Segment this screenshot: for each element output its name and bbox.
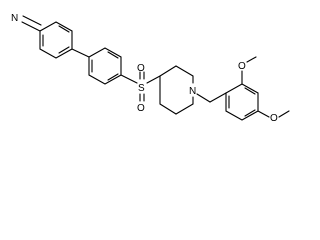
dimethoxyphenyl-ring xyxy=(225,83,259,121)
sulfonyl-group xyxy=(120,71,161,102)
nitrile-n-text: N xyxy=(11,13,18,24)
benzene-ring-upper xyxy=(39,21,73,59)
atom-label-methoxy-o-top: O xyxy=(238,61,246,72)
sulfonyl-o-top-text: O xyxy=(137,63,145,74)
piperidine-ring xyxy=(159,65,194,115)
piperidine-n-text: N xyxy=(189,86,196,97)
benzyl-linker xyxy=(196,92,227,103)
atom-label-sulfonyl-o-bottom: O xyxy=(137,103,145,114)
benzene-ring-lower xyxy=(88,47,122,85)
atom-label-nitrile-n: N xyxy=(11,13,18,24)
atom-label-piperidine-n: N xyxy=(189,86,196,97)
methoxy-top xyxy=(241,56,257,85)
methoxy-o-top-text: O xyxy=(238,61,246,72)
atom-label-sulfur: S xyxy=(138,83,145,94)
atom-label-sulfonyl-o-top: O xyxy=(137,63,145,74)
sulfonyl-o-bottom-text: O xyxy=(137,103,145,114)
atom-label-methoxy-o-bottom: O xyxy=(270,113,278,124)
methoxy-o-bottom-text: O xyxy=(270,113,278,124)
molecule-structure-drawing: N S O O N O O xyxy=(11,13,290,124)
nitrile-group xyxy=(21,15,42,32)
biaryl-bond xyxy=(71,48,90,58)
methoxy-bottom xyxy=(257,110,290,118)
sulfur-text: S xyxy=(138,83,145,94)
